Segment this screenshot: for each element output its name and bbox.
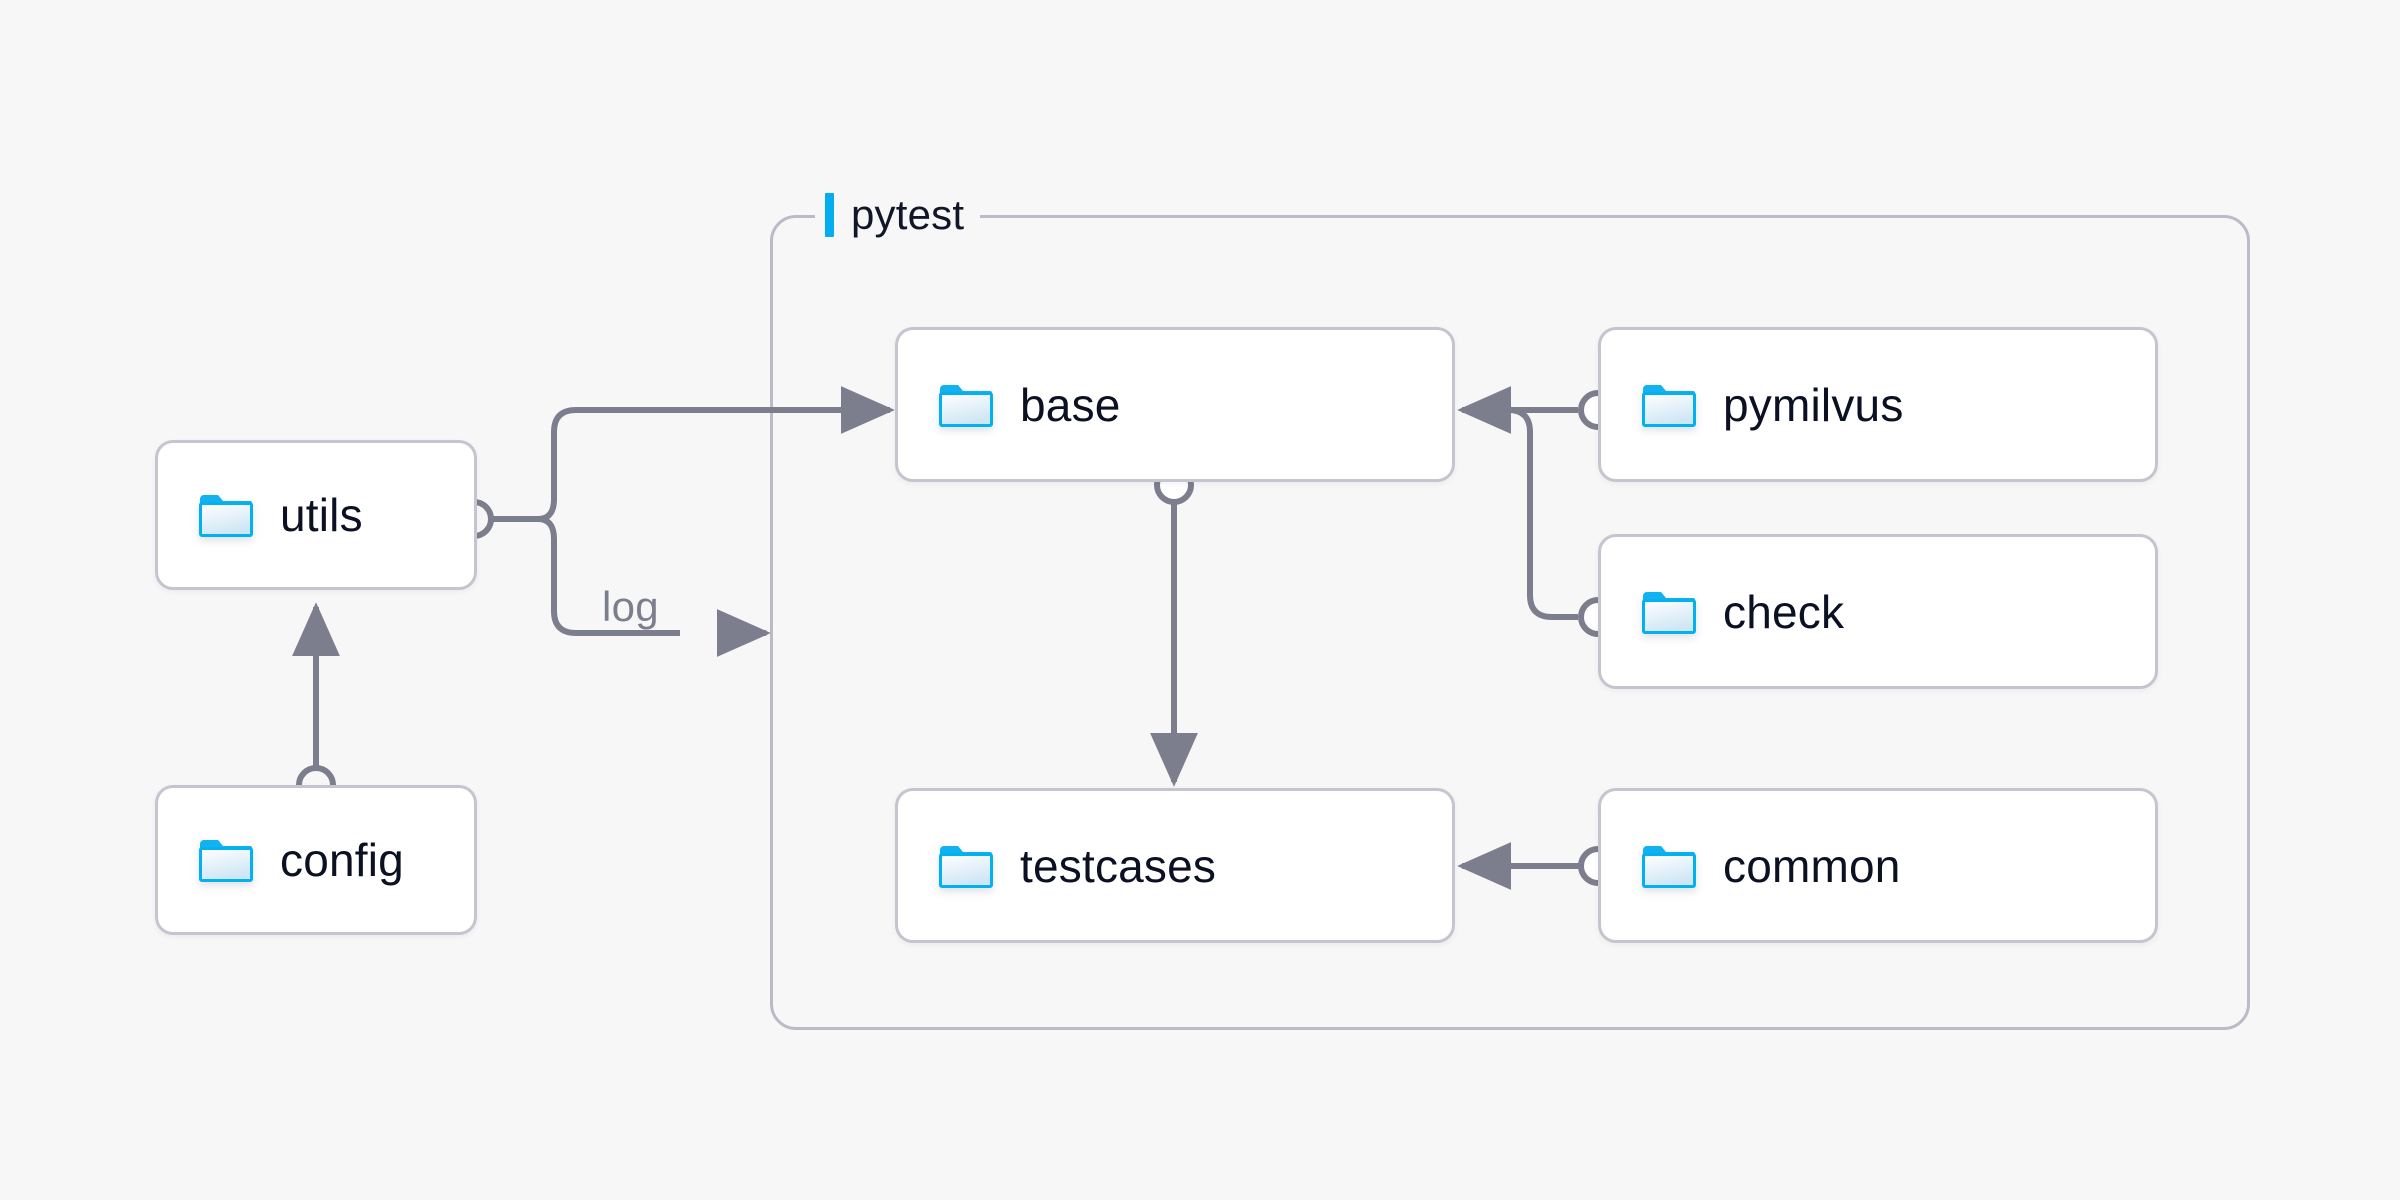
- folder-icon: [1642, 384, 1696, 427]
- folder-icon: [199, 840, 253, 882]
- node-label-common: common: [1723, 839, 1901, 892]
- edge-label-log: log: [602, 583, 659, 630]
- node-label-config: config: [280, 834, 404, 886]
- node-content: check: [1601, 589, 1844, 635]
- node-content: pymilvus: [1601, 382, 1904, 428]
- folder-icon: [939, 384, 993, 427]
- pytest-group-container[interactable]: [770, 215, 2250, 1030]
- folder-icon: [939, 845, 993, 888]
- accent-bar-icon: [825, 193, 834, 237]
- node-pymilvus[interactable]: pymilvus: [1598, 327, 2158, 482]
- pytest-group-label: pytest: [815, 187, 981, 243]
- node-label-utils: utils: [280, 489, 363, 541]
- node-testcases[interactable]: testcases: [895, 788, 1455, 943]
- folder-icon: [1642, 845, 1696, 888]
- node-check[interactable]: check: [1598, 534, 2158, 689]
- edge-config-to-utils: [292, 602, 340, 805]
- node-label-pymilvus: pymilvus: [1723, 378, 1904, 431]
- node-label-base: base: [1020, 378, 1121, 431]
- node-label-check: check: [1723, 585, 1845, 638]
- node-config[interactable]: config: [155, 785, 477, 935]
- node-content: common: [1601, 843, 1901, 889]
- folder-icon: [1642, 591, 1696, 634]
- node-label-testcases: testcases: [1020, 839, 1217, 892]
- node-base[interactable]: base: [895, 327, 1455, 482]
- group-title-text: pytest: [851, 191, 965, 238]
- node-content: testcases: [898, 843, 1216, 889]
- node-common[interactable]: common: [1598, 788, 2158, 943]
- folder-icon: [199, 495, 253, 537]
- node-content: config: [158, 837, 404, 883]
- node-utils[interactable]: utils: [155, 440, 477, 590]
- node-content: utils: [158, 492, 363, 538]
- node-content: base: [898, 382, 1121, 428]
